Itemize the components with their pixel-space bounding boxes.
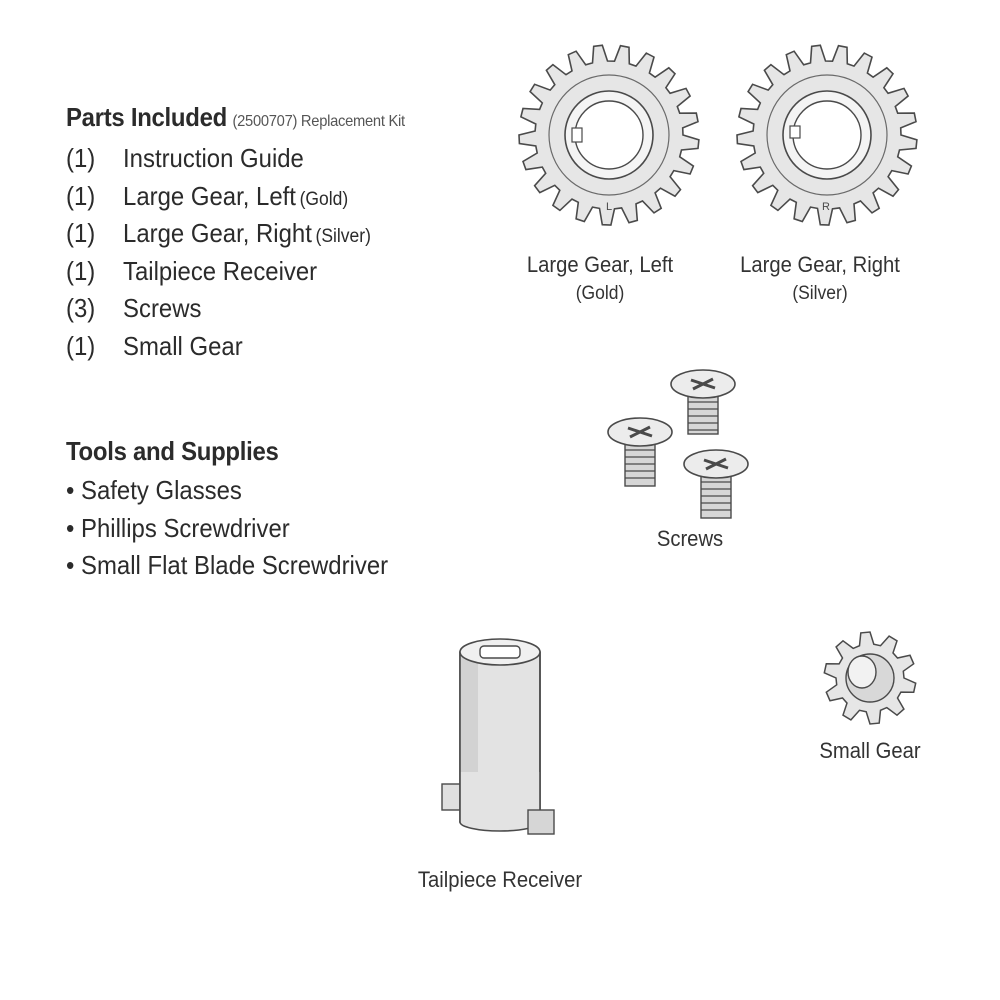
gear-mark-left: L (606, 201, 612, 213)
tools-heading: Tools and Supplies (66, 436, 279, 466)
screw-icon (683, 449, 749, 519)
screws-caption: Screws (656, 526, 724, 551)
parts-list: (1)Instruction Guide (1)Large Gear, Left… (66, 140, 397, 365)
small-gear-illustration (823, 631, 917, 725)
tailpiece-caption: Tailpiece Receiver (417, 867, 583, 892)
list-item: (3)Screws (66, 293, 202, 323)
list-item: • Small Flat Blade Screwdriver (66, 550, 389, 580)
list-item: (1)Large Gear, Right(Silver) (66, 218, 371, 248)
large-gear-right-illustration: R (736, 44, 918, 226)
screws-illustration (607, 369, 749, 519)
small-gear-caption: Small Gear (819, 738, 921, 763)
parts-heading-title: Parts Included (66, 102, 227, 132)
kit-number: (2500707) Replacement Kit (232, 113, 405, 130)
gear-left-caption: Large Gear, Left (Gold) (526, 252, 674, 304)
list-item: • Safety Glasses (66, 475, 242, 505)
list-item: (1)Large Gear, Left(Gold) (66, 180, 349, 211)
list-item: (1)Small Gear (66, 330, 243, 361)
tools-list: • Safety Glasses • Phillips Screwdriver … (66, 472, 416, 585)
list-item: (1)Tailpiece Receiver (66, 255, 318, 286)
list-item: (1)Instruction Guide (66, 143, 304, 173)
parts-heading: Parts Included (2500707) Replacement Kit (66, 102, 405, 133)
screw-icon (670, 369, 736, 435)
screw-icon (607, 417, 673, 487)
gear-mark-right: R (822, 201, 830, 213)
tailpiece-receiver-illustration (441, 638, 555, 835)
gear-right-caption: Large Gear, Right (Silver) (740, 252, 900, 304)
large-gear-left-illustration: L (518, 44, 700, 226)
list-item: • Phillips Screwdriver (66, 512, 290, 543)
